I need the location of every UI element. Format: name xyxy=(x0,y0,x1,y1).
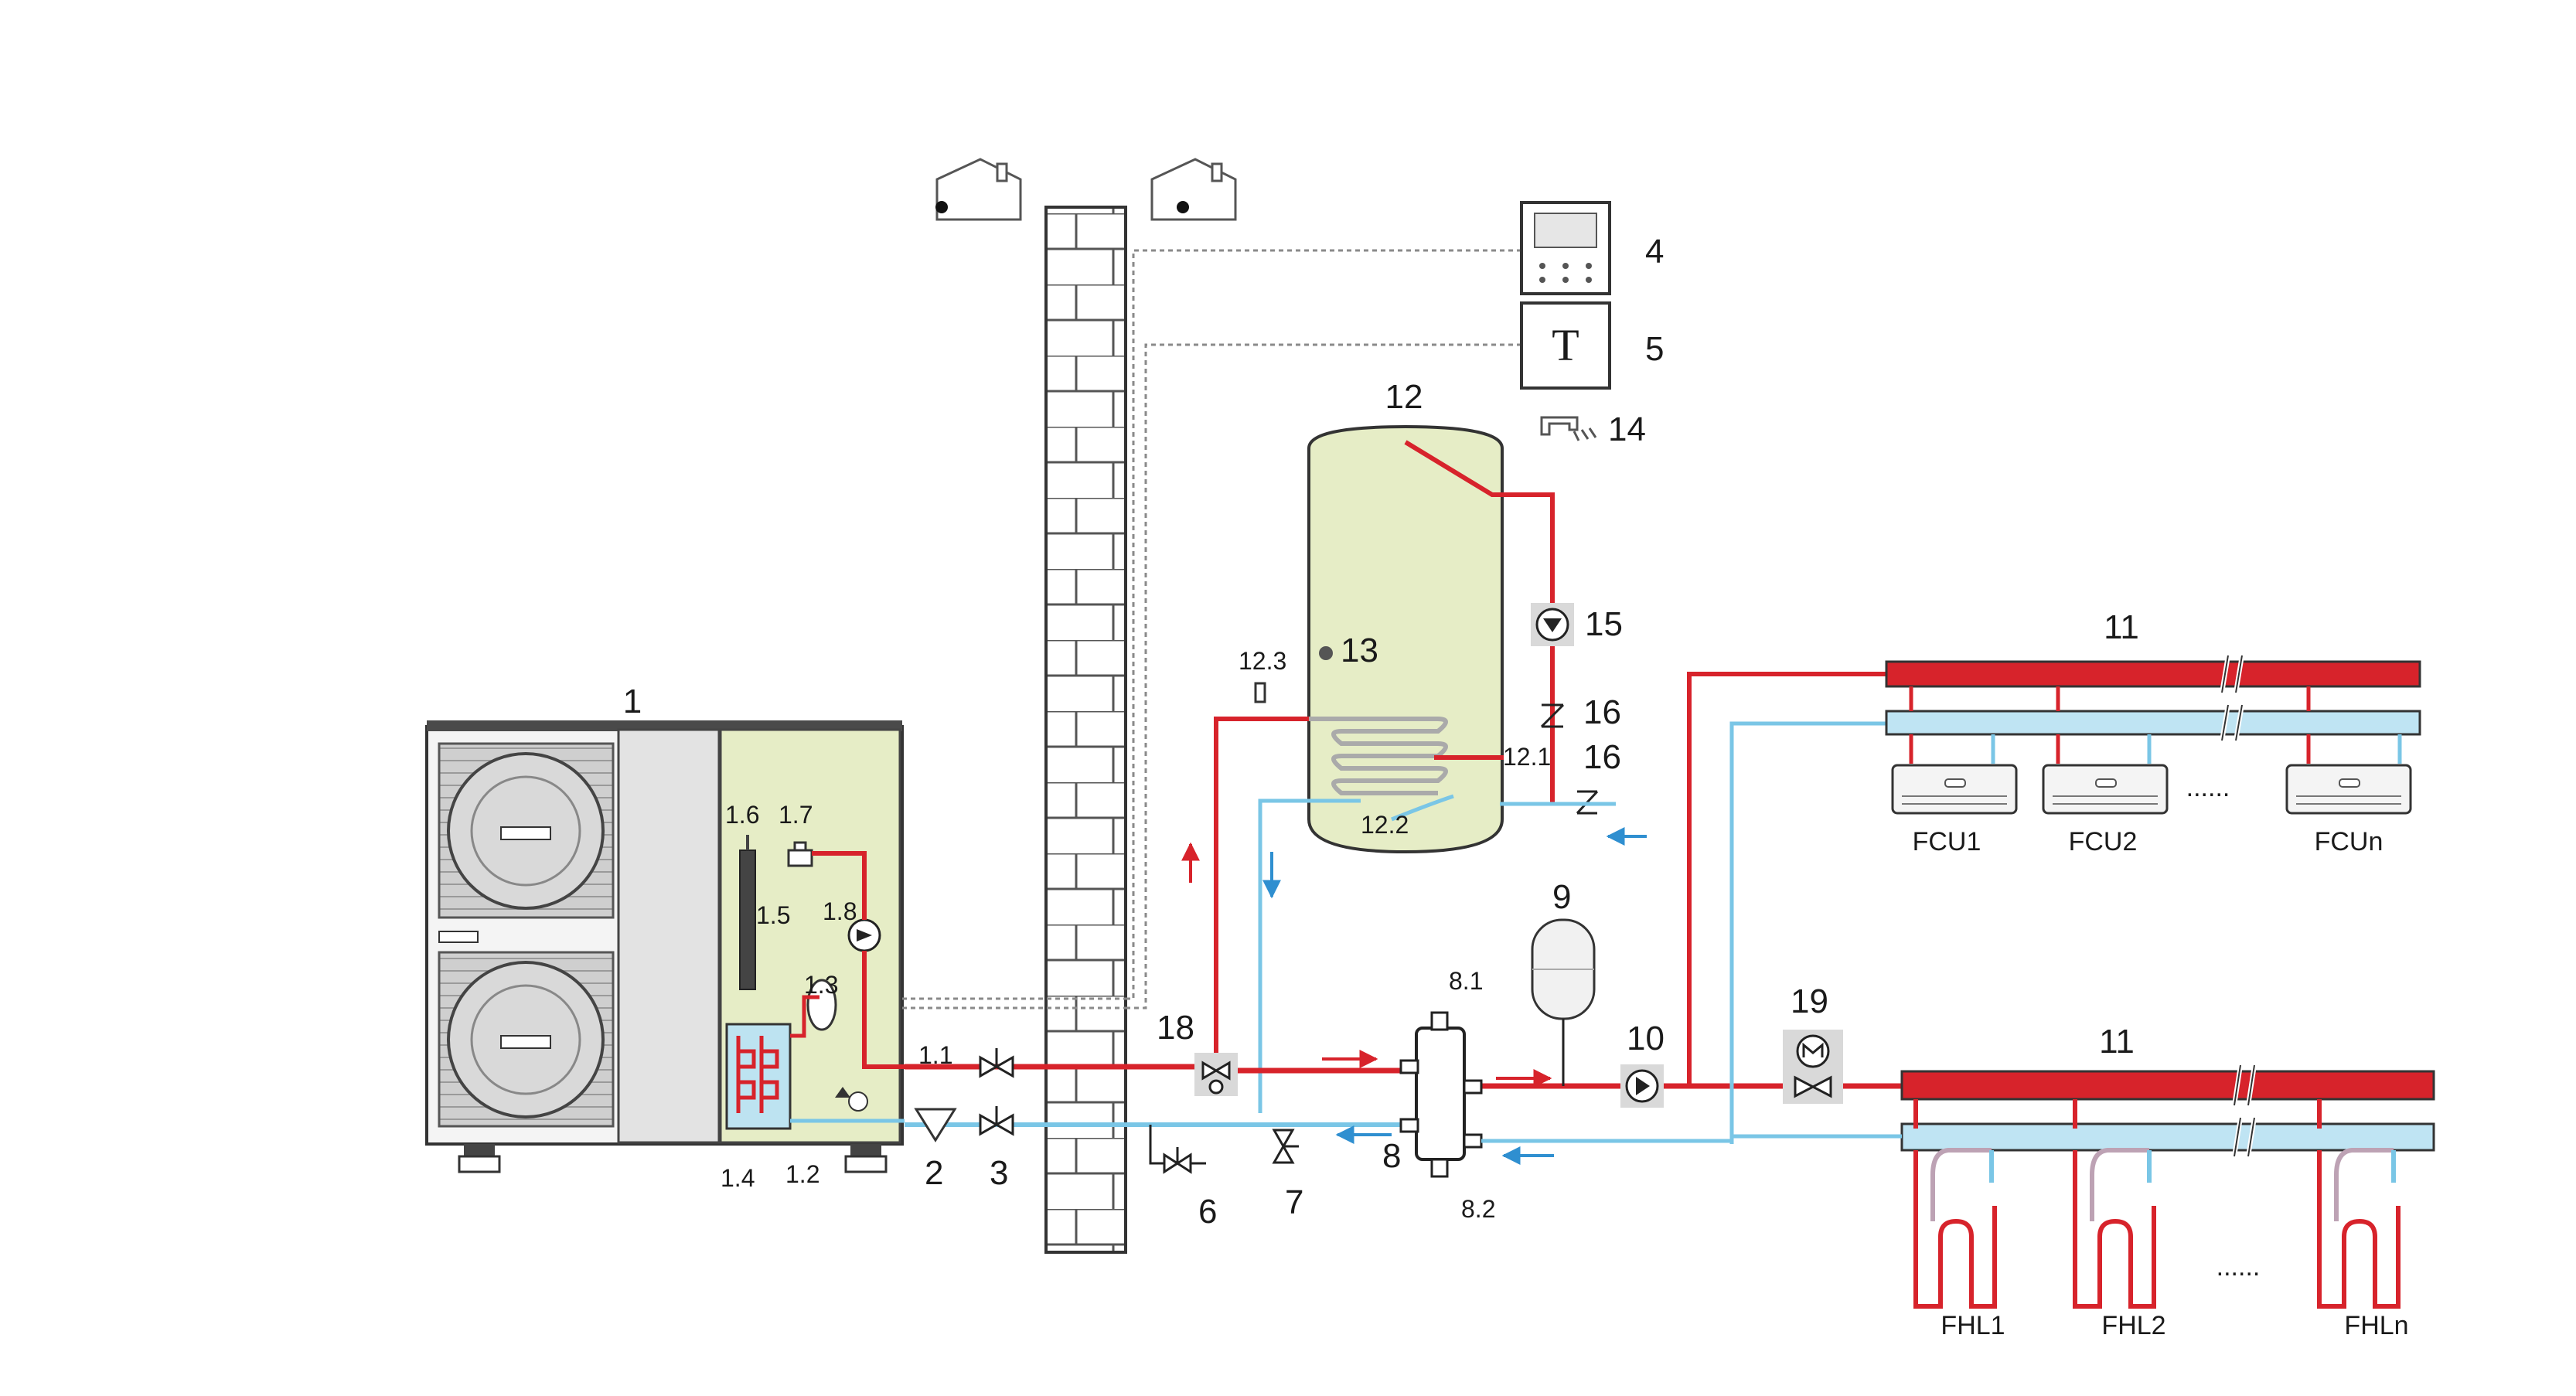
label-2: 2 xyxy=(925,1154,943,1192)
air-purge-1-7-icon xyxy=(787,841,813,867)
caption-fhl-ellipsis: ...... xyxy=(2217,1252,2261,1282)
label-1-1: 1.1 xyxy=(918,1041,952,1069)
label-1-7: 1.7 xyxy=(779,801,813,829)
label-3: 3 xyxy=(990,1154,1008,1192)
fhl-return-header xyxy=(1900,1117,2435,1157)
fan-top-icon xyxy=(438,742,615,919)
label-1: 1 xyxy=(623,683,642,720)
check-valve-16a-icon xyxy=(1540,703,1565,728)
caption-fhl1: FHL1 xyxy=(1941,1311,2005,1340)
label-1-8: 1.8 xyxy=(823,897,857,925)
tank-sensor-13-icon xyxy=(1319,646,1333,660)
hydraulic-separator-8-icon xyxy=(1399,1011,1483,1178)
label-1-4: 1.4 xyxy=(721,1164,755,1192)
unit-feet xyxy=(458,1144,888,1173)
label-16-b: 16 xyxy=(1583,738,1621,776)
dhw-tank xyxy=(1307,424,1504,854)
label-1-5: 1.5 xyxy=(756,901,790,929)
building-wall xyxy=(1044,206,1127,1254)
filter-2-icon xyxy=(914,1108,957,1142)
outdoor-sensor-house-icon xyxy=(935,158,1022,221)
floor-heating-loop-2-icon xyxy=(2073,1099,2156,1309)
motorized-valve-19-icon xyxy=(1783,1030,1843,1104)
fcu-return-header xyxy=(1885,704,2421,741)
label-12-1: 12.1 xyxy=(1503,743,1551,771)
three-way-valve-18-icon xyxy=(1194,1053,1238,1096)
label-12-3: 12.3 xyxy=(1239,647,1286,675)
floor-heating-loop-1-icon xyxy=(1913,1099,1997,1309)
indoor-sensor-house-icon xyxy=(1150,158,1237,221)
label-14: 14 xyxy=(1608,410,1646,448)
label-8-1: 8.1 xyxy=(1449,967,1483,995)
terminal-captions: FCU1 FCU2 ...... FCUn FHL1 FHL2 ...... F… xyxy=(1913,773,2409,1340)
caption-fhl2: FHL2 xyxy=(2101,1311,2165,1340)
label-1-2: 1.2 xyxy=(785,1160,819,1188)
backup-heater-1-5 xyxy=(739,850,756,990)
caption-fcu-ellipsis: ...... xyxy=(2186,773,2230,802)
tank-coil-12-1 xyxy=(1309,717,1448,795)
circulation-pump-10-icon xyxy=(1620,1064,1664,1108)
shutoff-valve-3-lower-icon xyxy=(979,1106,1014,1136)
supply-pipe-main xyxy=(905,1064,1902,1089)
label-1-3: 1.3 xyxy=(804,971,838,999)
fan-bottom-icon xyxy=(438,951,615,1128)
label-1-6: 1.6 xyxy=(725,801,759,829)
label-6: 6 xyxy=(1198,1193,1217,1231)
label-12: 12 xyxy=(1385,378,1423,416)
label-19: 19 xyxy=(1791,982,1828,1020)
caption-fcun: FCUn xyxy=(2315,827,2383,856)
shutoff-valve-3-upper-icon xyxy=(979,1048,1014,1078)
dhw-pump-15-icon xyxy=(1531,603,1574,646)
label-4: 4 xyxy=(1645,233,1664,271)
wired-controller-icon xyxy=(1520,201,1611,295)
flow-switch-1-2-icon xyxy=(848,1091,868,1112)
fan-coil-unit-n-icon xyxy=(2285,764,2412,815)
label-15: 15 xyxy=(1585,605,1623,643)
caption-fhln: FHLn xyxy=(2344,1311,2408,1340)
label-8: 8 xyxy=(1382,1137,1401,1175)
plate-heat-exchanger-1-4 xyxy=(725,1023,792,1130)
label-10: 10 xyxy=(1627,1020,1665,1057)
fan-coil-unit-2-icon xyxy=(2042,764,2169,815)
label-9: 9 xyxy=(1552,878,1571,916)
caption-fcu2: FCU2 xyxy=(2069,827,2138,856)
room-thermostat-icon: T xyxy=(1520,301,1611,390)
label-8-2: 8.2 xyxy=(1461,1195,1495,1223)
shower-tap-icon xyxy=(1540,416,1597,441)
expansion-tank-9-icon xyxy=(1531,918,1596,1086)
label-11-bottom: 11 xyxy=(2099,1023,2135,1061)
fcu-drops xyxy=(1909,686,2402,764)
valve-7-icon xyxy=(1272,1129,1299,1164)
thermostat-letter: T xyxy=(1552,320,1579,370)
drain-valve-6-icon xyxy=(1149,1125,1206,1174)
caption-fcu1: FCU1 xyxy=(1913,827,1981,856)
control-wiring xyxy=(902,249,1521,1010)
label-13: 13 xyxy=(1341,632,1378,669)
label-11-top: 11 xyxy=(2104,608,2139,646)
label-16-a: 16 xyxy=(1583,693,1621,731)
component-labels: 1 1.6 1.7 1.5 1.8 1.3 1.1 1.4 1.2 2 3 4 … xyxy=(623,233,2139,1231)
fhl-supply-header xyxy=(1900,1064,2435,1106)
floor-heating-loop-n-icon xyxy=(2317,1099,2401,1309)
expansion-vessel-1-3-icon xyxy=(806,979,837,1031)
air-vent-12-3-icon xyxy=(1254,682,1266,703)
label-5: 5 xyxy=(1645,330,1664,368)
fan-coil-unit-1-icon xyxy=(1891,764,2018,815)
heat-pump-unit xyxy=(425,720,905,1173)
label-18: 18 xyxy=(1157,1009,1194,1047)
label-7: 7 xyxy=(1285,1183,1303,1221)
fcu-supply-header xyxy=(1885,655,2421,693)
label-12-2: 12.2 xyxy=(1361,811,1409,839)
